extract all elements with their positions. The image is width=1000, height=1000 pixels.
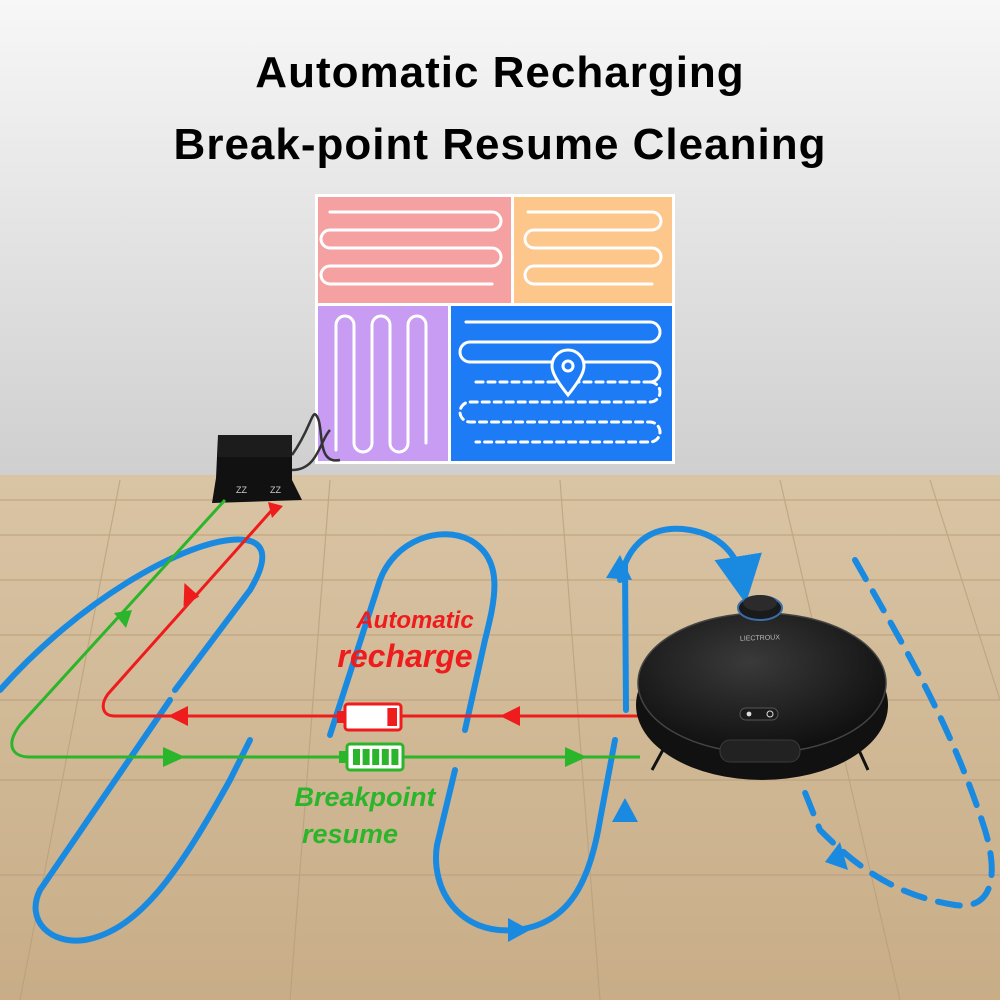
title-line1: Automatic Recharging	[255, 48, 745, 97]
battery-full-segment	[381, 749, 389, 765]
title-line2: Break-point Resume Cleaning	[173, 120, 827, 169]
battery-full-segment	[362, 749, 370, 765]
robot-brand: LIECTROUX	[740, 634, 781, 642]
recharge-label-line1: Automatic	[355, 607, 473, 634]
recharge-path	[101, 509, 648, 718]
floor-map	[315, 194, 675, 464]
battery-low-icon	[337, 702, 403, 732]
cleaning-path-dashed-arrow	[825, 842, 848, 870]
recharge-arrows	[168, 502, 520, 726]
dock-mark-right: ZZ	[270, 485, 281, 495]
resume-arrows	[114, 610, 587, 767]
battery-full-segment	[372, 749, 380, 765]
cleaning-path-arrows	[508, 555, 750, 942]
battery-full-segment	[353, 749, 360, 765]
cleaning-path-dashed	[797, 557, 995, 909]
battery-full-segment	[391, 749, 399, 765]
resume-label-line1: Breakpoint	[294, 782, 436, 812]
home-button-icon	[746, 711, 752, 717]
resume-path	[10, 498, 640, 759]
charging-dock: ZZ ZZ	[212, 413, 341, 503]
recharge-label-line2: recharge	[337, 638, 472, 674]
location-pin-icon	[550, 348, 586, 398]
battery-full-icon	[339, 742, 405, 772]
power-button-icon	[766, 710, 774, 718]
robot-vacuum: LIECTROUX	[636, 595, 888, 780]
resume-label-line2: resume	[302, 819, 398, 849]
dock-mark-left: ZZ	[236, 485, 247, 495]
